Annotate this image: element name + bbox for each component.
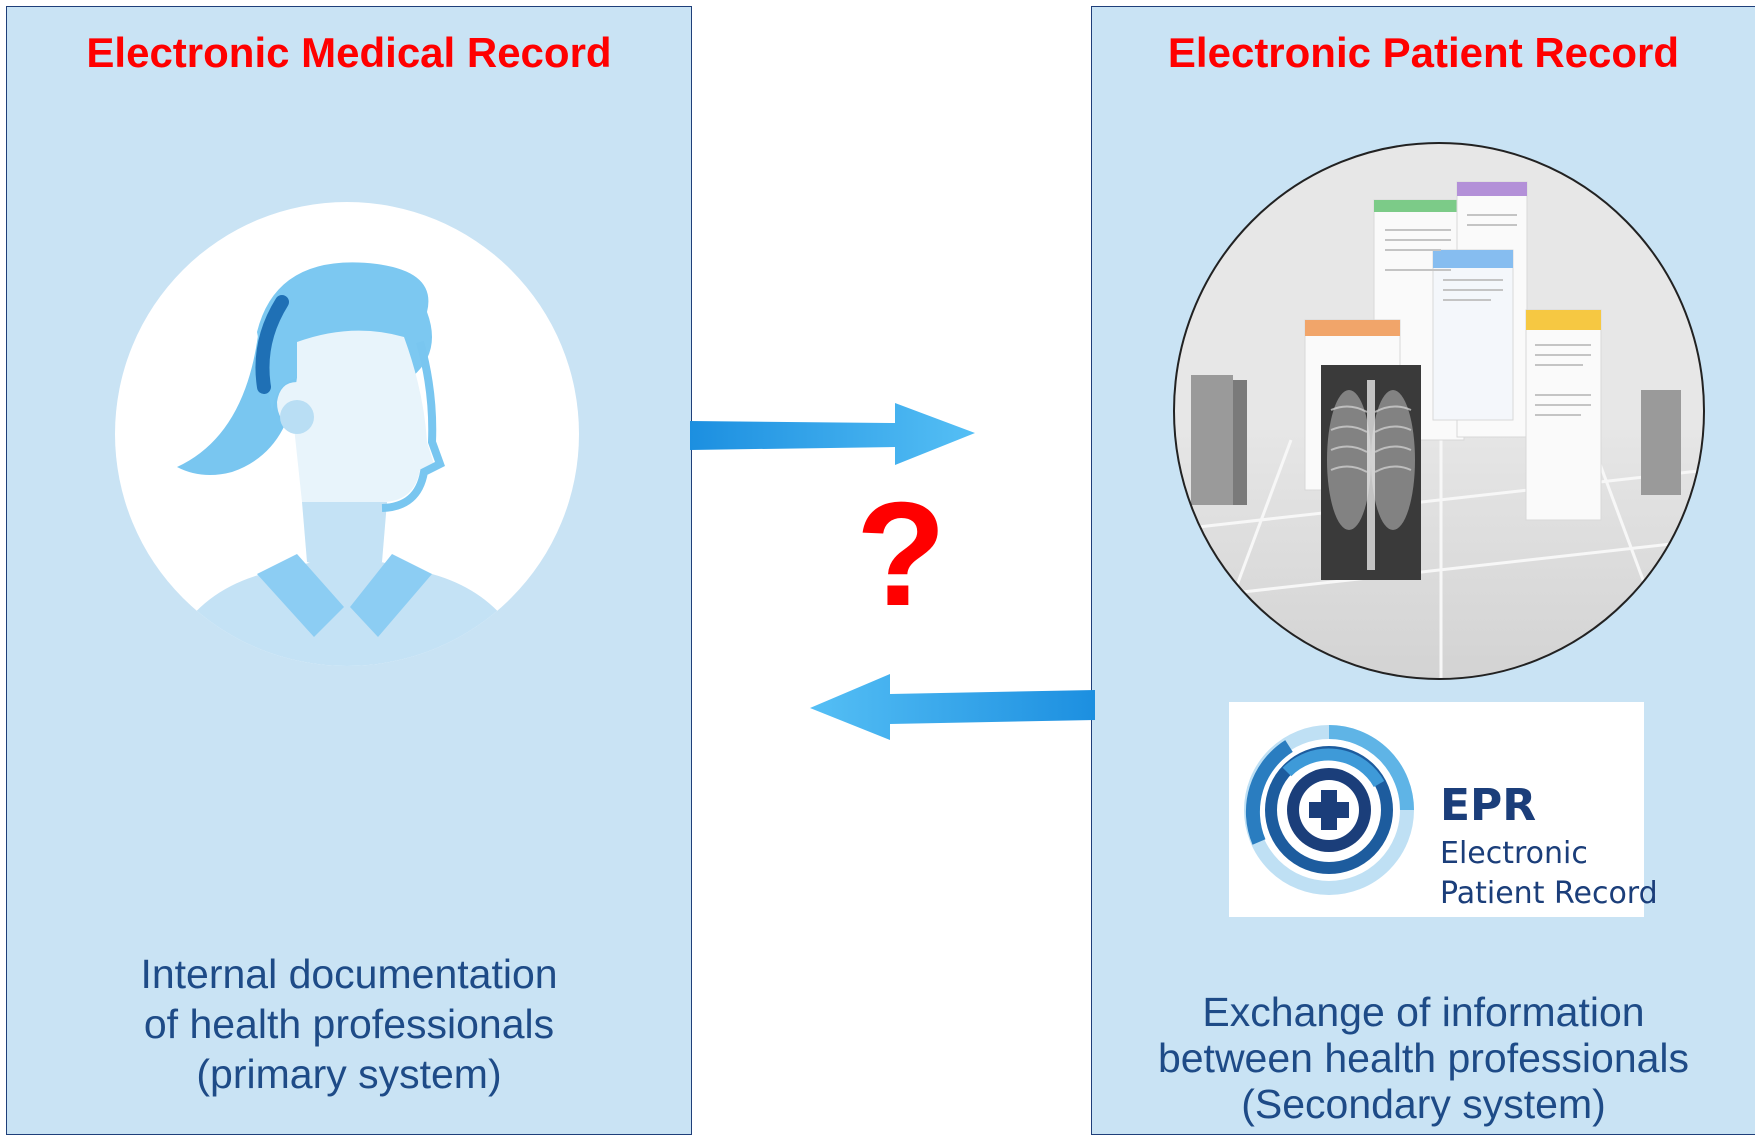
emr-caption-line: (primary system) xyxy=(196,1051,502,1097)
arrow-right-icon xyxy=(690,403,975,465)
health-professional-avatar-icon xyxy=(82,202,612,702)
epr-caption-line: Exchange of information xyxy=(1202,989,1645,1035)
emr-title: Electronic Medical Record xyxy=(86,29,612,76)
medical-documents-xray-icon xyxy=(1171,140,1707,682)
emr-caption: Internal documentation of health profess… xyxy=(7,949,691,1099)
epr-panel: Electronic Patient Record xyxy=(1091,6,1755,1135)
plus-cross-ring-icon xyxy=(1244,725,1414,895)
epr-caption: Exchange of information between health p… xyxy=(1092,989,1755,1127)
emr-caption-line: of health professionals xyxy=(143,1001,555,1047)
question-mark: ? xyxy=(855,472,947,637)
epr-caption-line: (Secondary system) xyxy=(1241,1081,1606,1127)
epr-logo-name-line: Electronic xyxy=(1440,836,1588,871)
epr-logo: EPR Electronic Patient Record xyxy=(1229,702,1658,917)
emr-caption-line: Internal documentation xyxy=(140,951,558,997)
arrow-left-icon xyxy=(810,674,1095,740)
epr-logo-abbreviation: EPR xyxy=(1440,780,1537,831)
epr-title: Electronic Patient Record xyxy=(1167,29,1680,76)
emr-panel: Electronic Medical Record xyxy=(6,6,692,1135)
epr-caption-line: between health professionals xyxy=(1157,1035,1690,1081)
epr-logo-name-line: Patient Record xyxy=(1440,876,1658,911)
